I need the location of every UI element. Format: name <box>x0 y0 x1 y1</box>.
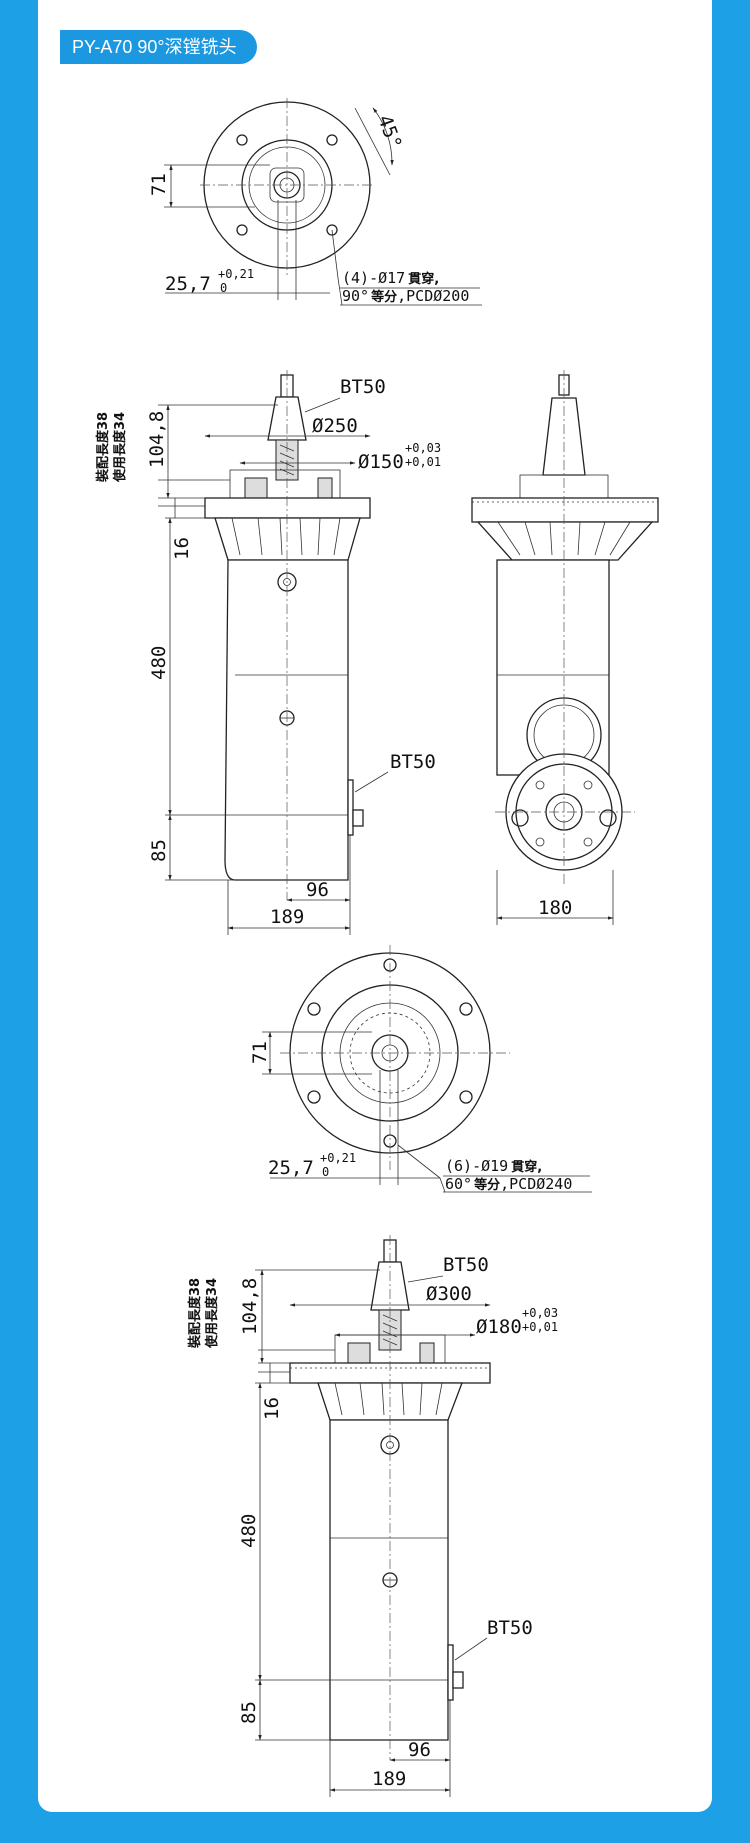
tol-plus: +0,21 <box>218 267 254 281</box>
dim-offset: 25,7 <box>165 273 211 295</box>
tol-minus-150: +0,01 <box>405 455 441 469</box>
dim-dia-300: Ø300 <box>426 1283 472 1305</box>
dim-480-b: 480 <box>238 1514 260 1548</box>
side-view-2: BT50 Ø300 Ø180 +0,03 +0,01 裝配長度38 使用長度34… <box>187 1235 558 1797</box>
dim-16: 16 <box>171 537 193 560</box>
tol-minus-180: +0,01 <box>522 1320 558 1334</box>
dim-71-b: 71 <box>249 1041 271 1064</box>
note-holes-b: (6)-Ø19 <box>445 1157 508 1175</box>
dim-104-8: 104,8 <box>146 411 168 468</box>
label-bt50-top-b: BT50 <box>443 1254 489 1276</box>
label-assembly-length: 裝配長度38 <box>95 412 111 483</box>
label-assembly-length-b: 裝配長度38 <box>187 1278 203 1349</box>
dim-189-b: 189 <box>372 1768 406 1790</box>
dim-96-b: 96 <box>408 1739 431 1761</box>
label-usable-length: 使用長度34 <box>112 412 128 483</box>
dim-480: 480 <box>148 646 170 680</box>
dim-85: 85 <box>148 839 170 862</box>
dim-16-b: 16 <box>261 1397 283 1420</box>
page-title: PY-A70 90°深镗铣头 <box>60 30 257 64</box>
dim-dia-250: Ø250 <box>312 415 358 437</box>
side-view-1: BT50 Ø250 Ø150 +0,03 +0,01 裝配長度38 使用長度34… <box>95 370 441 935</box>
dim-104-8-b: 104,8 <box>239 1278 261 1335</box>
label-bt50-top: BT50 <box>340 376 386 398</box>
dim-45deg: 45° <box>373 112 405 152</box>
svg-text:90°等分,PCDØ200: 90°等分,PCDØ200 <box>342 287 469 305</box>
dim-180: 180 <box>538 897 572 919</box>
label-bt50-side: BT50 <box>390 751 436 773</box>
dim-offset-b: 25,7 <box>268 1157 314 1179</box>
tol-zero-b: 0 <box>322 1165 329 1179</box>
label-bt50-side-b: BT50 <box>487 1617 533 1639</box>
dim-189: 189 <box>270 906 304 928</box>
tol-plus-b: +0,21 <box>320 1151 356 1165</box>
front-view-1: 180 <box>471 370 659 925</box>
dim-71: 71 <box>148 173 170 196</box>
dim-dia-180: Ø180 <box>476 1316 522 1338</box>
dim-dia-150: Ø150 <box>358 451 404 473</box>
dim-85-b: 85 <box>238 1701 260 1724</box>
note-holes: (4)-Ø17 <box>342 269 405 287</box>
tol-zero: 0 <box>220 281 227 295</box>
tol-plus-180: +0,03 <box>522 1306 558 1320</box>
svg-text:60°等分,PCDØ240: 60°等分,PCDØ240 <box>445 1175 572 1193</box>
tol-plus-150: +0,03 <box>405 441 441 455</box>
label-usable-length-b: 使用長度34 <box>204 1278 220 1349</box>
dim-96: 96 <box>306 879 329 901</box>
